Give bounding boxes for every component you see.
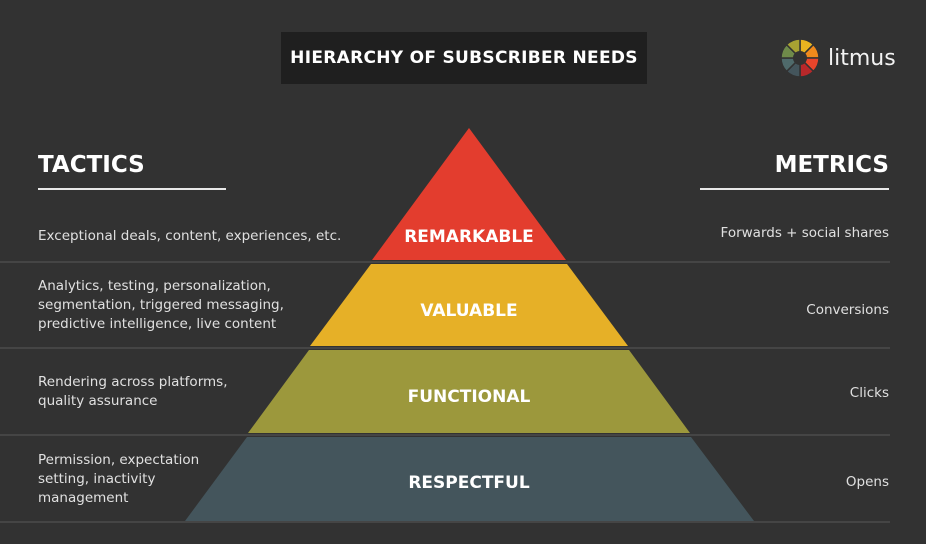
metric-valuable: Conversions <box>806 302 889 318</box>
level-label-respectful: RESPECTFUL <box>408 473 530 493</box>
tactics-header: TACTICS <box>38 152 145 178</box>
level-label-functional: FUNCTIONAL <box>407 387 531 407</box>
metric-remarkable: Forwards + social shares <box>720 225 889 241</box>
pyramid-level-valuable <box>310 264 628 346</box>
metrics-header: METRICS <box>774 152 889 178</box>
pyramid-level-remarkable <box>372 128 566 260</box>
metrics-underline <box>700 188 889 190</box>
litmus-logo: litmus <box>780 38 896 78</box>
tactic-functional: Rendering across platforms, quality assu… <box>38 374 228 409</box>
level-label-valuable: VALUABLE <box>420 301 518 321</box>
litmus-wheel-icon <box>780 38 820 78</box>
tactic-valuable: Analytics, testing, personalization, seg… <box>38 278 284 332</box>
pyramid-level-functional <box>248 350 690 433</box>
tactic-respectful: Permission, expectation setting, inactiv… <box>38 452 200 506</box>
tactic-remarkable: Exceptional deals, content, experiences,… <box>38 228 342 244</box>
pyramid-level-respectful <box>185 437 754 521</box>
tactics-underline <box>38 188 226 190</box>
level-label-remarkable: REMARKABLE <box>404 227 534 247</box>
metric-respectful: Opens <box>845 474 889 490</box>
page-title: HIERARCHY OF SUBSCRIBER NEEDS <box>281 32 647 84</box>
metric-functional: Clicks <box>849 385 889 401</box>
